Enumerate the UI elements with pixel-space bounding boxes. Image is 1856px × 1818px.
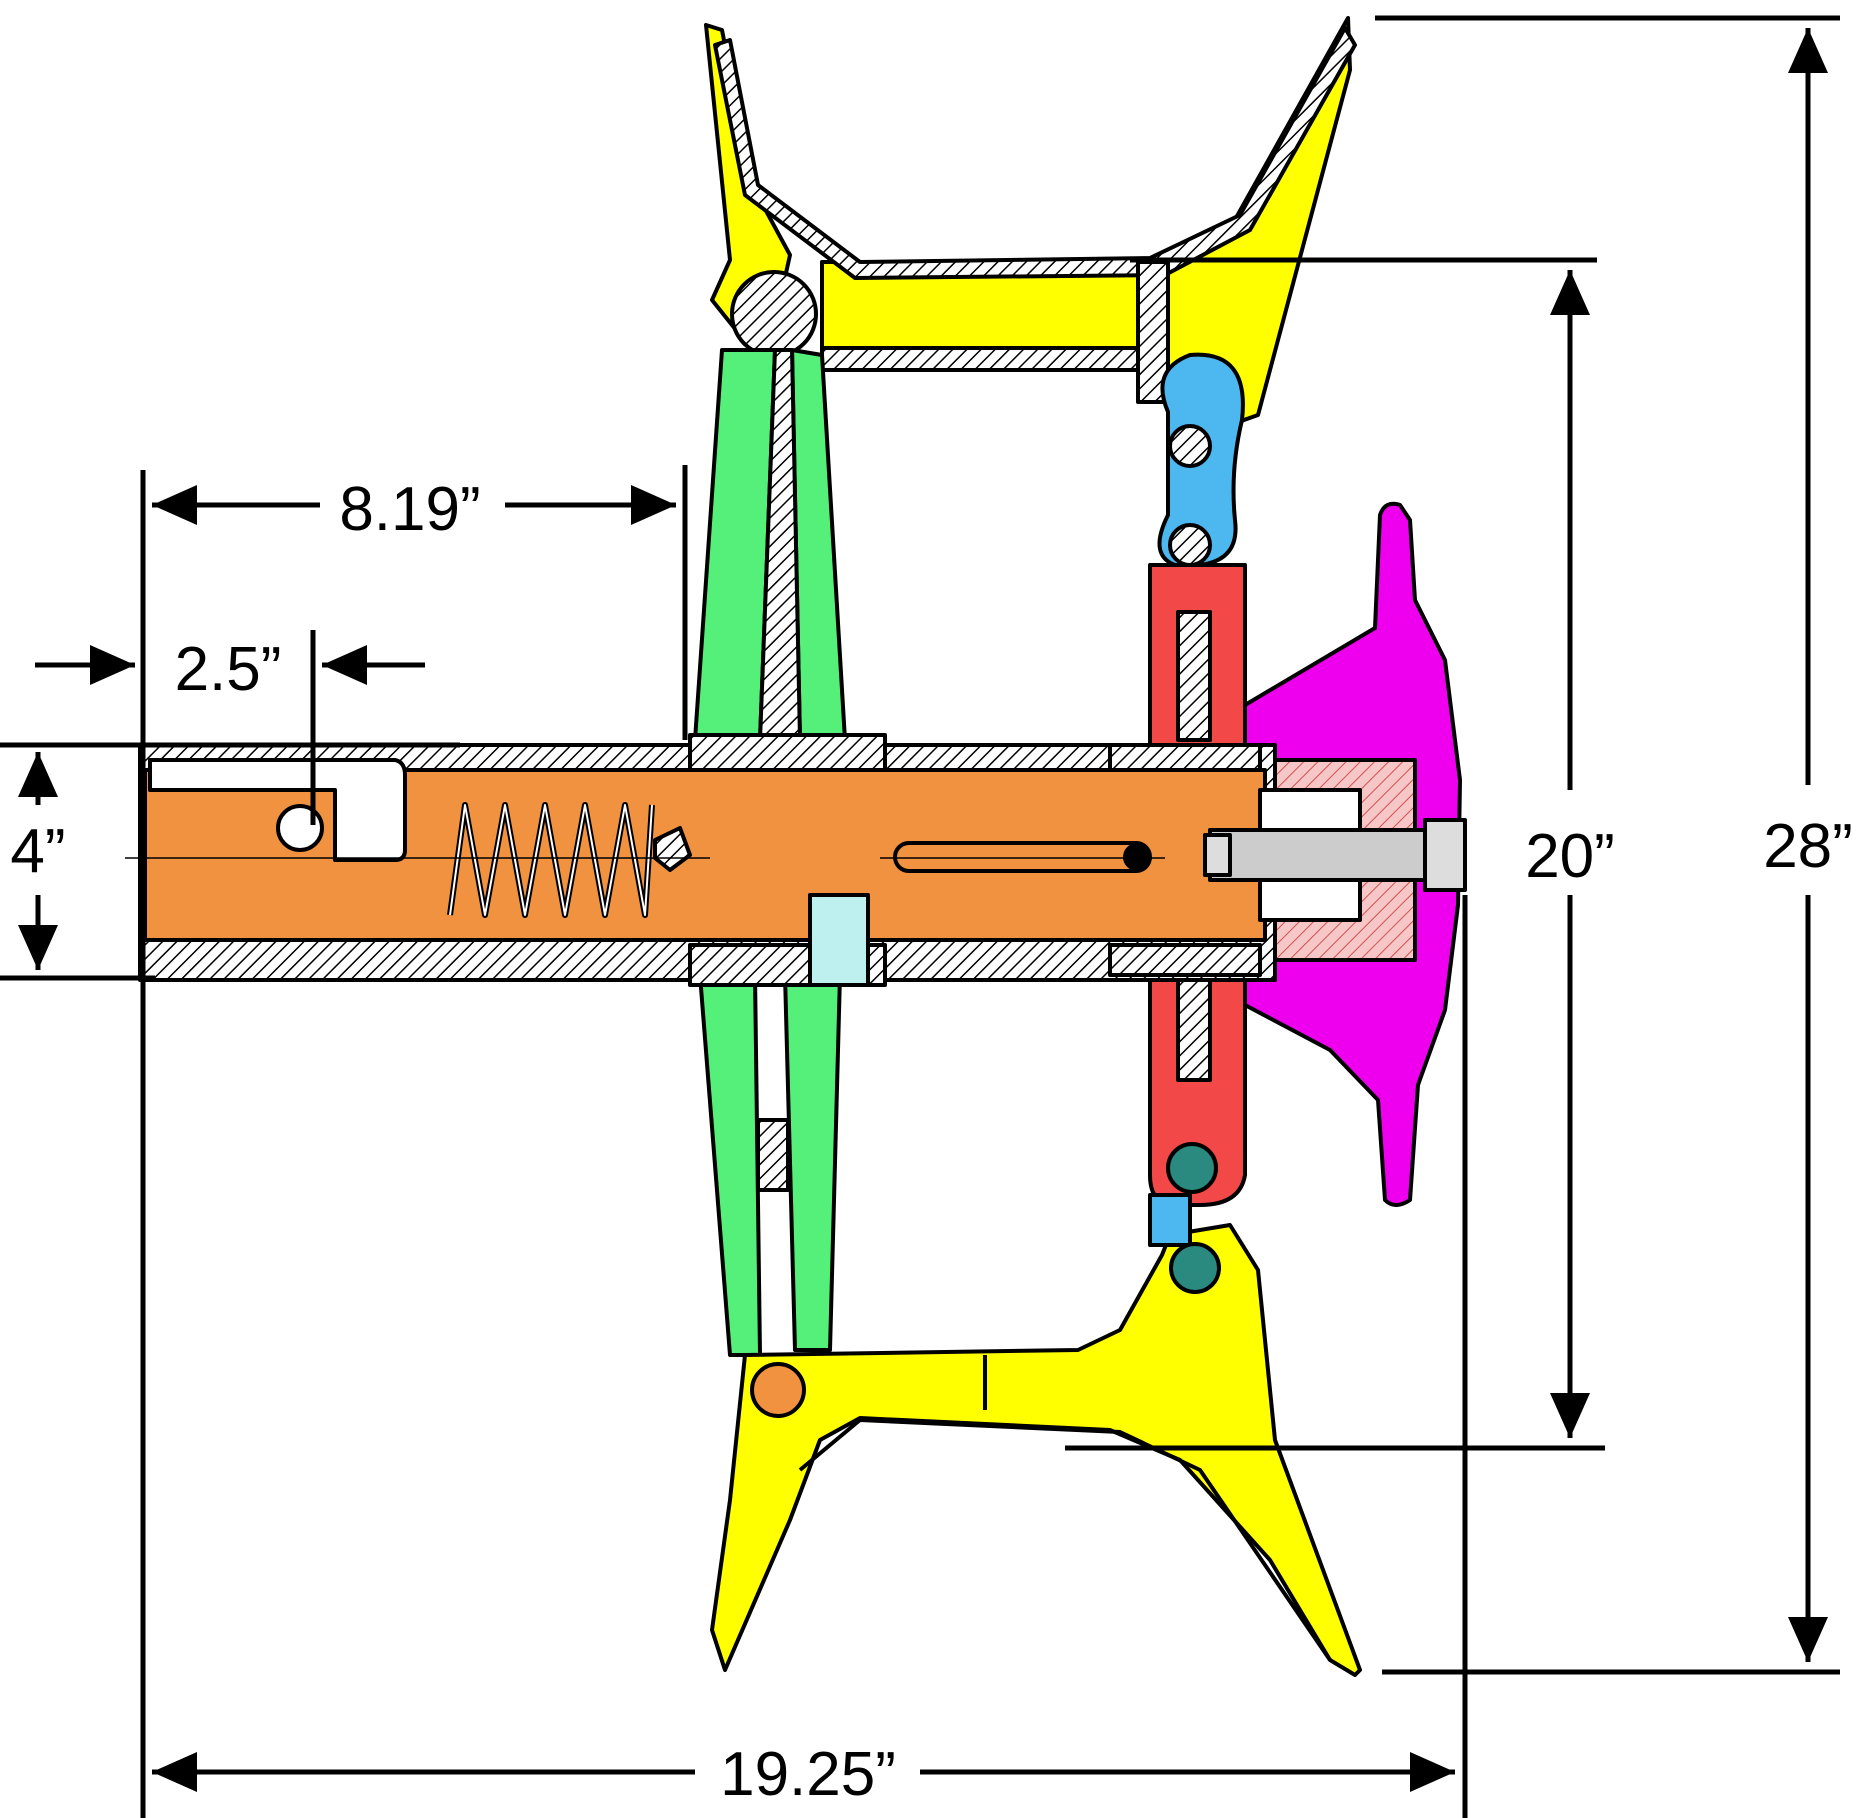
upper-red-slot xyxy=(1176,610,1212,742)
dim-label-overall-height: 28” xyxy=(1763,812,1853,881)
spring-cap xyxy=(653,826,692,872)
nut-left xyxy=(1203,833,1232,877)
bearing-top xyxy=(1258,788,1362,832)
right-hub-collar-bottom xyxy=(1108,943,1262,977)
dimension-lines xyxy=(0,15,1840,1818)
dim-label-shaft-diameter: 4” xyxy=(10,817,65,886)
upper-bolt-2 xyxy=(1168,523,1212,567)
lower-right-green-post xyxy=(783,973,842,1352)
lower-teal-bolt-lower xyxy=(1169,1242,1221,1294)
shaft-slot xyxy=(893,841,1152,873)
shaft-end-insert xyxy=(148,758,407,862)
slot-end xyxy=(1123,843,1151,871)
lower-blue-strip xyxy=(1148,1193,1192,1247)
lower-web xyxy=(756,1118,790,1192)
bearing-bottom xyxy=(1258,878,1362,922)
dim-label-pin-offset: 2.5” xyxy=(175,635,282,704)
lower-left-green-post xyxy=(698,973,762,1357)
lower-left-orange-bolt xyxy=(750,1362,806,1418)
spring-inner xyxy=(449,804,653,916)
upper-left-bolt xyxy=(730,270,818,358)
dim-label-shaft-length: 8.19” xyxy=(339,475,480,544)
roller-frame xyxy=(138,16,1467,1677)
axle-nut xyxy=(1423,818,1467,892)
upper-hub-bar xyxy=(820,346,1144,372)
upper-rim xyxy=(713,26,1357,280)
cyan-block xyxy=(808,893,870,987)
lower-frame-inner xyxy=(798,1418,1332,1662)
dim-label-inner-height: 20” xyxy=(1525,822,1615,891)
axle-bolt xyxy=(1208,828,1442,882)
dim-label-overall-width: 19.25” xyxy=(720,1740,896,1809)
lower-teal-bolt-upper xyxy=(1166,1142,1218,1194)
upper-bolt-1 xyxy=(1168,424,1212,468)
